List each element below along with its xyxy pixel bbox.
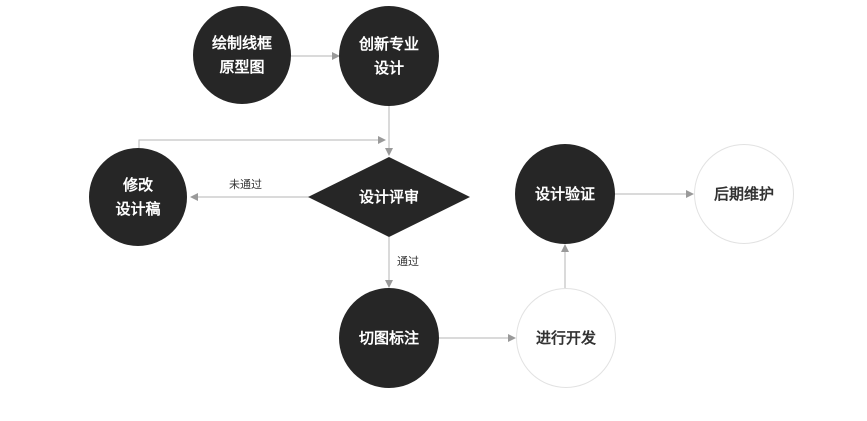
node-creative-design: 创新专业 设计 xyxy=(339,6,439,106)
edge-label-fail: 未通过 xyxy=(229,178,262,191)
node-development: 进行开发 xyxy=(516,288,616,388)
node-creative-design-label: 创新专业 设计 xyxy=(358,35,419,77)
node-design-verify-label: 设计验证 xyxy=(534,185,595,203)
review-diamond-shape xyxy=(308,157,470,237)
node-slicing: 切图标注 xyxy=(339,288,439,388)
node-revise-draft-label: 修改 设计稿 xyxy=(115,176,161,218)
node-maintenance: 后期维护 xyxy=(694,144,794,244)
node-slicing-label: 切图标注 xyxy=(358,329,419,347)
node-maintenance-label: 后期维护 xyxy=(713,185,774,203)
node-design-verify: 设计验证 xyxy=(515,144,615,244)
node-design-review-label: 设计评审 xyxy=(358,188,419,206)
edge-revise-to-review xyxy=(138,136,386,148)
node-design-review: 设计评审 xyxy=(308,157,470,237)
edge-label-pass: 通过 xyxy=(397,255,419,268)
node-revise-draft: 修改 设计稿 xyxy=(89,148,187,246)
node-wireframe-label: 绘制线框 原型图 xyxy=(211,34,272,76)
node-wireframe: 绘制线框 原型图 xyxy=(193,6,291,104)
node-development-label: 进行开发 xyxy=(535,329,596,347)
